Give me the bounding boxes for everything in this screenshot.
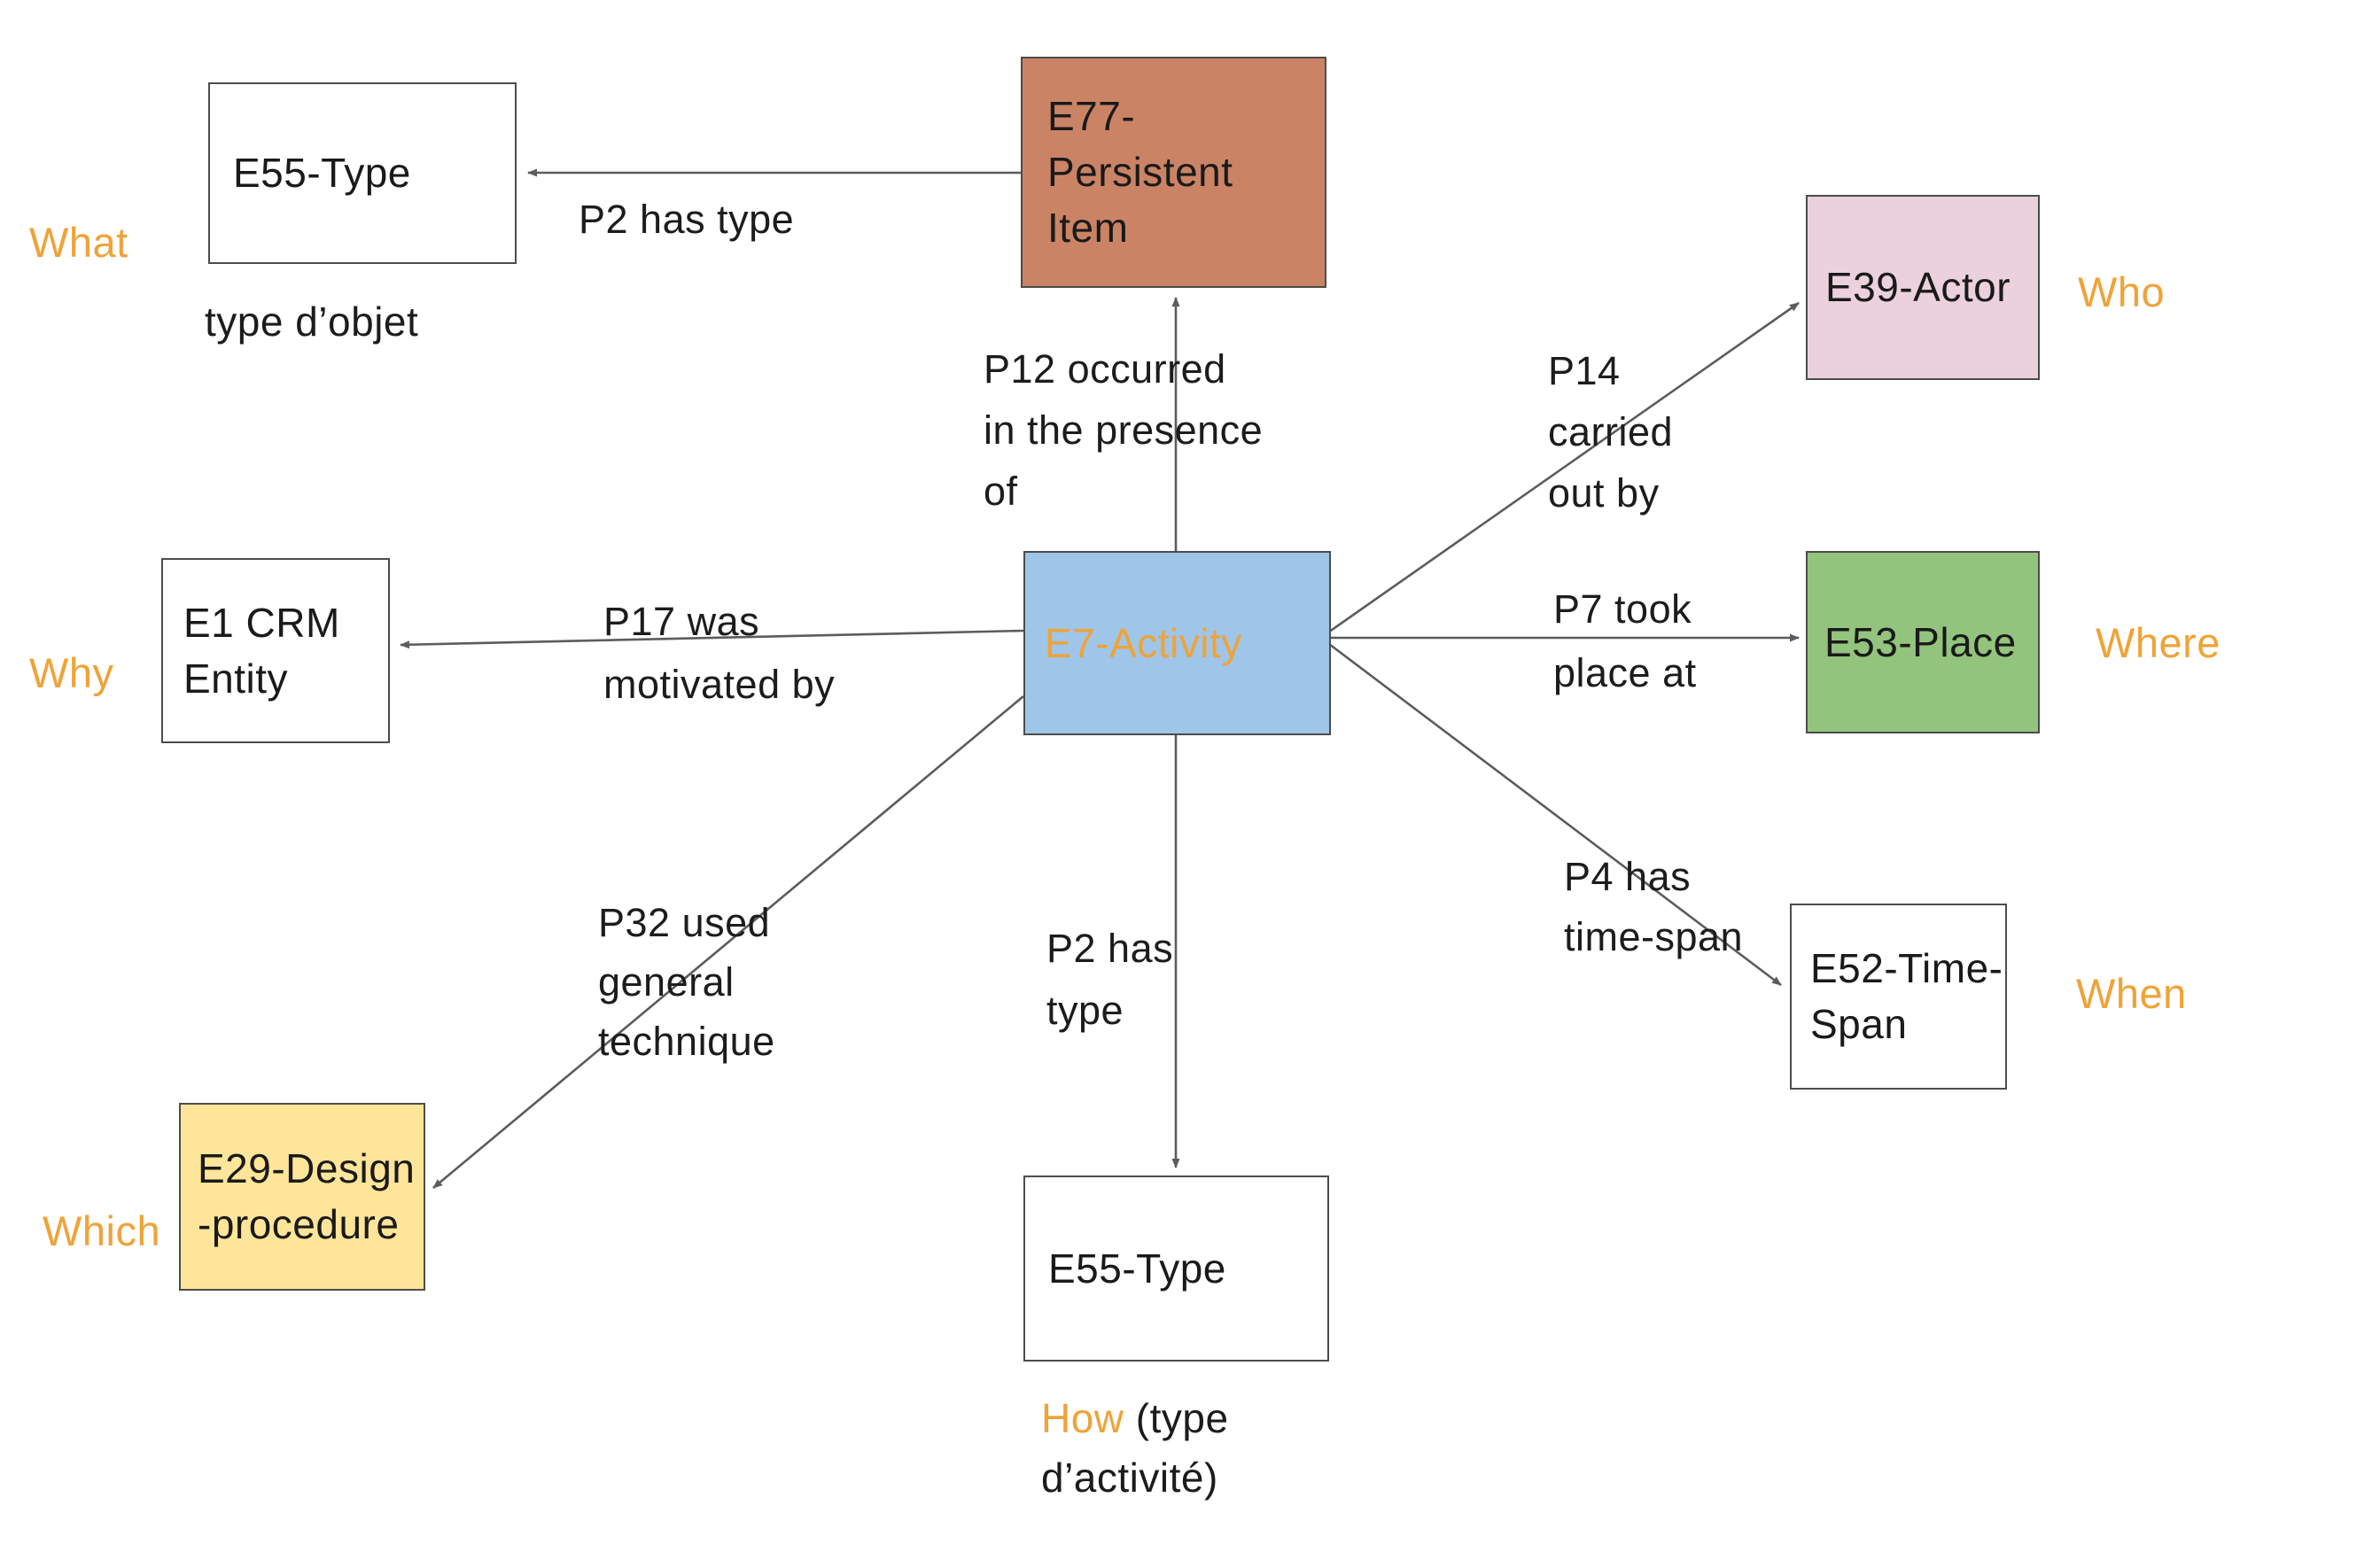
node-e53-place: E53-Place [1806, 551, 2040, 733]
edge-label-p32-used-general-technique: P32 used general technique [598, 900, 775, 1064]
edge-label-p17-was-motivated-by: P17 was motivated by [603, 599, 836, 707]
edge-label-p12-occurred: P12 occurred in the presence of [984, 346, 1264, 514]
edge-p4-has-time-span-arrow [1325, 640, 1782, 987]
annotation-when: When [2076, 970, 2187, 1017]
node-e55-type-top: E55-Type [208, 82, 517, 264]
node-label: E55-Type [1048, 1245, 1226, 1292]
edge-label-p2-has-type-top: P2 has type [579, 197, 795, 242]
node-e7-activity: E7-Activity [1023, 551, 1331, 735]
annotation-which: Which [43, 1207, 161, 1254]
edge-p32-technique-arrow [432, 695, 1024, 1189]
edge-p17-motivated-by-arrow [400, 629, 1024, 649]
edge-label-p4-has-time-span: P4 has time-span [1564, 854, 1744, 959]
caption-how-type-activite: How (type d’activité) [1041, 1395, 1229, 1501]
edge-p14-carried-out-by-arrow [1325, 301, 1800, 636]
node-label: E53-Place [1824, 618, 2017, 665]
node-label-line: E77- [1047, 93, 1136, 139]
node-e55-type-bottom: E55-Type [1023, 1175, 1329, 1362]
node-label-line: E52-Time- [1810, 945, 2003, 991]
node-label-line: Entity [183, 655, 289, 702]
annotation-where: Where [2096, 619, 2221, 666]
annotation-who: Who [2078, 268, 2166, 315]
node-e77-persistent-item: E77- Persistent Item [1021, 57, 1326, 288]
node-e29-design-procedure: E29-Design -procedure [179, 1103, 425, 1291]
edge-label-p2-has-type-bottom: P2 has type [1046, 926, 1174, 1033]
node-label: E7-Activity [1045, 619, 1242, 666]
node-label-line: Item [1047, 205, 1129, 251]
caption-type-d-objet: type d’objet [205, 299, 419, 345]
annotation-what: What [29, 219, 128, 266]
node-label-line: E1 CRM [183, 599, 340, 646]
edge-label-p7-took-place-at: P7 took place at [1553, 586, 1697, 695]
edge-label-p14-carried-out-by: P14 carried out by [1548, 348, 1674, 516]
node-label-line: -procedure [198, 1201, 400, 1247]
node-e1-crm-entity: E1 CRM Entity [161, 558, 390, 743]
node-label-line: Span [1810, 1001, 1908, 1047]
annotation-how: How [1041, 1395, 1124, 1441]
node-label-line: E29-Design [198, 1145, 416, 1191]
node-e52-time-span: E52-Time- Span [1790, 904, 2007, 1090]
node-label-line: Persistent [1047, 149, 1233, 195]
node-label: E39-Actor [1825, 264, 2011, 310]
node-label: E55-Type [233, 150, 411, 196]
annotation-why: Why [29, 649, 114, 696]
node-e39-actor: E39-Actor [1806, 195, 2040, 380]
